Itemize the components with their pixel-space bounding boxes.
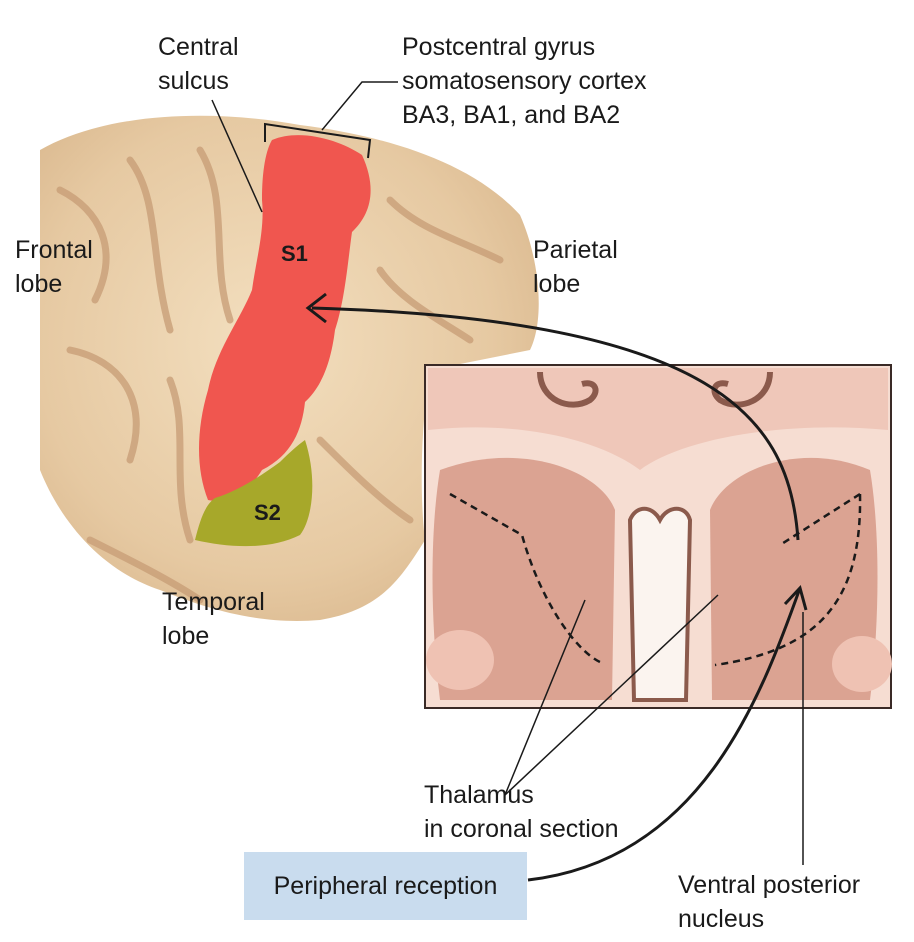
lower-blob-left (426, 630, 494, 690)
vpn-arrowhead (783, 585, 808, 611)
fold-6 (386, 196, 504, 264)
thalamus-section (424, 364, 892, 709)
vpn-right-boundary (714, 492, 862, 667)
postcentral-bracket (264, 122, 372, 159)
fold-2 (126, 156, 174, 334)
ventricle (627, 506, 693, 702)
s1-region (199, 135, 371, 501)
ventral-posterior-nucleus-label: Ventral posterior nucleus (678, 871, 861, 933)
thalamus-leader-left (504, 599, 586, 796)
thalamus-leader-right (504, 594, 719, 796)
fold-7 (376, 266, 474, 344)
postcentral-leader (321, 81, 398, 131)
fold-4 (66, 346, 140, 464)
peripheral-reception-box: Peripheral reception (244, 852, 527, 920)
fold-3 (196, 146, 234, 324)
thalamus-label: Thalamus in coronal section (424, 781, 619, 843)
upper-fold-left (537, 371, 599, 408)
upper-fold-right (711, 371, 773, 408)
s1-label: S1 (281, 241, 308, 266)
s2-label: S2 (254, 500, 281, 525)
s2-region (195, 440, 313, 547)
postcentral-gyrus-label: Postcentral gyrus somatosensory cortex B… (402, 33, 647, 129)
peripheral-reception-label: Peripheral reception (273, 871, 498, 900)
central-sulcus-label: Central sulcus (158, 33, 239, 95)
frontal-lobe-label: Frontal lobe (15, 236, 93, 298)
fold-8 (316, 436, 414, 524)
periphery-to-thalamus-arrow (527, 587, 802, 882)
fold-1 (56, 186, 110, 304)
thalamus-right-mass (710, 457, 878, 700)
temporal-lobe-label: Temporal lobe (162, 588, 265, 650)
thalamus-to-s1-arrow (311, 306, 800, 541)
fold-9 (86, 536, 204, 604)
vpn-left-boundary (449, 492, 601, 664)
central-sulcus-leader (211, 99, 263, 213)
parietal-lobe-label: Parietal lobe (533, 236, 618, 298)
fold-5 (166, 376, 194, 544)
s1-arrowhead (305, 292, 327, 324)
lower-blob-right (832, 636, 892, 692)
upper-tissue-band (428, 368, 888, 470)
